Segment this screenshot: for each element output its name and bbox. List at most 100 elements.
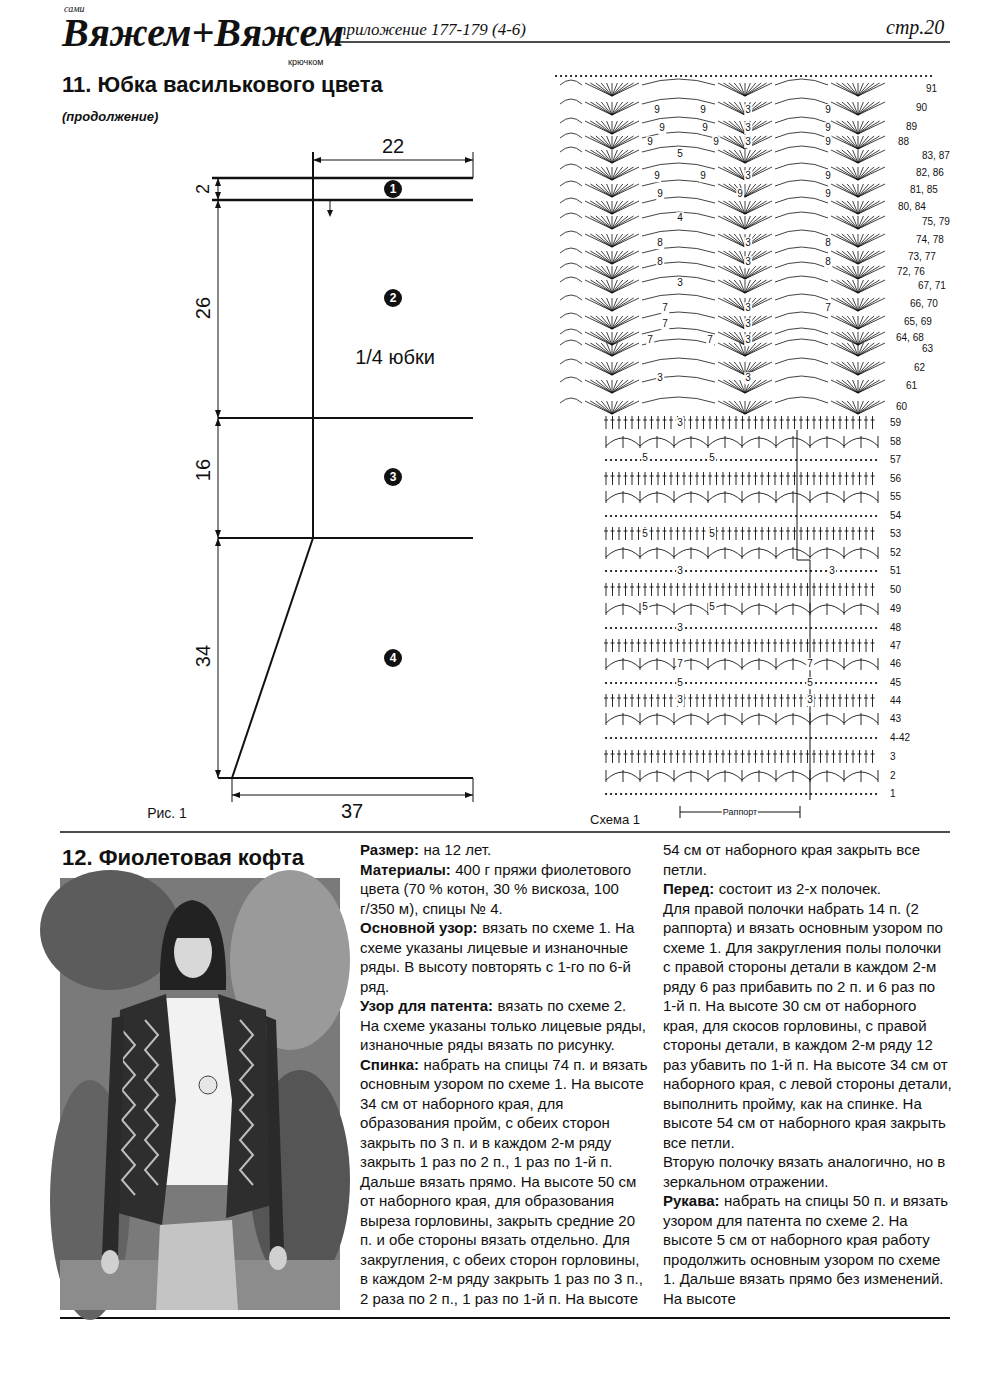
row-number: 45 bbox=[890, 677, 901, 689]
paragraph-text: Вторую полочку вязать аналогично, но в з… bbox=[663, 1153, 945, 1190]
fan-row bbox=[560, 117, 885, 134]
figure-label: Рис. 1 bbox=[147, 805, 187, 821]
fan-row bbox=[560, 294, 885, 311]
stitch-count: 9 bbox=[712, 136, 720, 148]
row-number: 60 bbox=[896, 401, 907, 413]
callout-number-text: 3 bbox=[390, 471, 397, 483]
row-number: 55 bbox=[890, 491, 901, 503]
fan-row bbox=[560, 132, 885, 149]
repeat-label: Раппорт bbox=[722, 807, 758, 817]
chain-row bbox=[606, 793, 876, 795]
stitch-count: 3 bbox=[828, 565, 836, 577]
dimension-arrow bbox=[215, 200, 221, 208]
stitch-count: 3 bbox=[744, 318, 752, 330]
chain-arch-row bbox=[606, 658, 878, 670]
stitch-count: 5 bbox=[676, 677, 684, 689]
stitch-count: 9 bbox=[824, 170, 832, 182]
row-number: 48 bbox=[890, 622, 901, 634]
chain-arch-row bbox=[606, 713, 878, 725]
stitch-count: 9 bbox=[658, 122, 666, 134]
stitch-row bbox=[604, 694, 875, 707]
extension-line bbox=[473, 778, 474, 802]
fan-row bbox=[560, 397, 885, 414]
repeat-border bbox=[797, 430, 810, 800]
footer-rule bbox=[60, 1317, 950, 1319]
chain-arch-row bbox=[606, 491, 878, 503]
extension-line bbox=[232, 778, 233, 802]
dimension-arrow bbox=[215, 178, 221, 186]
page-number: стр.20 bbox=[886, 16, 944, 39]
stitch-count: 3 bbox=[744, 122, 752, 134]
row-number: 54 bbox=[890, 510, 901, 522]
row-number: 49 bbox=[890, 603, 901, 615]
dimension-arrow bbox=[465, 792, 473, 798]
stitch-count: 3 bbox=[744, 237, 752, 249]
row-number: 1 bbox=[890, 788, 896, 800]
dimension: 26 bbox=[192, 297, 215, 319]
stitch-count: 7 bbox=[824, 302, 832, 314]
photo-arm bbox=[102, 1016, 124, 1255]
row-number: 72, 76 bbox=[897, 266, 925, 278]
fan-row bbox=[560, 262, 885, 279]
row-number: 64, 68 bbox=[896, 332, 924, 344]
paragraph-heading: Основной узор: bbox=[360, 919, 478, 936]
chain-row bbox=[606, 515, 876, 517]
supplement-label: приложение 177-179 (4-6) bbox=[338, 20, 526, 40]
pattern-line bbox=[212, 199, 473, 202]
section-heading: 11. Юбка василькового цвета bbox=[62, 72, 383, 97]
callout-number-text: 1 bbox=[390, 183, 397, 195]
dimension: 2 bbox=[193, 184, 214, 194]
callout-number-text: 2 bbox=[390, 292, 397, 304]
row-number: 43 bbox=[890, 713, 901, 725]
dimension-arrow bbox=[465, 157, 473, 163]
photo-hair bbox=[160, 900, 226, 990]
row-number: 3 bbox=[890, 751, 896, 763]
paragraph: Для правой полочки набрать 14 п. (2 рапп… bbox=[663, 899, 952, 1153]
row-number: 66, 70 bbox=[910, 298, 938, 310]
stitch-row bbox=[604, 583, 875, 596]
row-number: 75, 79 bbox=[922, 216, 950, 228]
row-number: 91 bbox=[926, 83, 937, 95]
stitch-count: 7 bbox=[661, 302, 669, 314]
stitch-count: 9 bbox=[699, 104, 707, 116]
row-number: 81, 85 bbox=[910, 184, 938, 196]
row-number: 58 bbox=[890, 436, 901, 448]
paragraph-heading: Материалы: bbox=[360, 861, 451, 878]
chain-row bbox=[606, 627, 876, 629]
dimension-arrow bbox=[215, 538, 221, 546]
chain-row bbox=[606, 682, 876, 684]
paragraph-heading: Размер: bbox=[360, 841, 419, 858]
fan-row bbox=[560, 212, 885, 229]
chain-arch-row bbox=[606, 547, 878, 559]
paragraph: Основной узор:вязать по схеме 1. На схем… bbox=[360, 918, 649, 996]
stitch-count: 7 bbox=[806, 658, 814, 670]
stitch-count: 3 bbox=[676, 417, 684, 429]
stitch-count: 5 bbox=[708, 601, 716, 613]
callout-number: 4 bbox=[384, 649, 402, 667]
stitch-count: 3 bbox=[676, 622, 684, 634]
fan-row bbox=[560, 328, 885, 345]
row-number: 89 bbox=[906, 121, 917, 133]
fan-row bbox=[560, 376, 885, 393]
fan-row bbox=[560, 312, 885, 329]
chain-row bbox=[606, 737, 876, 739]
photo-brooch bbox=[199, 1076, 217, 1094]
fan-row bbox=[560, 276, 885, 293]
text-columns: Размер:на 12 лет.Материалы:400 г пряжи ф… bbox=[360, 840, 952, 1316]
continued-note: (продолжение) bbox=[62, 110, 158, 125]
stitch-count: 5 bbox=[806, 677, 814, 689]
fan-row bbox=[560, 247, 885, 264]
dimension-arrow bbox=[215, 418, 221, 426]
stitch-count: 5 bbox=[676, 148, 684, 160]
row-number: 65, 69 bbox=[904, 316, 932, 328]
chain-arch-row bbox=[606, 436, 878, 448]
chart-label: Схема 1 bbox=[590, 813, 640, 828]
fan-row bbox=[560, 180, 885, 197]
row-number: 52 bbox=[890, 547, 901, 559]
dimension-arrow bbox=[215, 410, 221, 418]
dimension-arrow bbox=[313, 157, 321, 163]
section-rule bbox=[60, 831, 950, 833]
part-label: 1/4 юбки bbox=[355, 346, 435, 369]
stitch-count: 9 bbox=[824, 122, 832, 134]
fan-row bbox=[560, 230, 885, 247]
